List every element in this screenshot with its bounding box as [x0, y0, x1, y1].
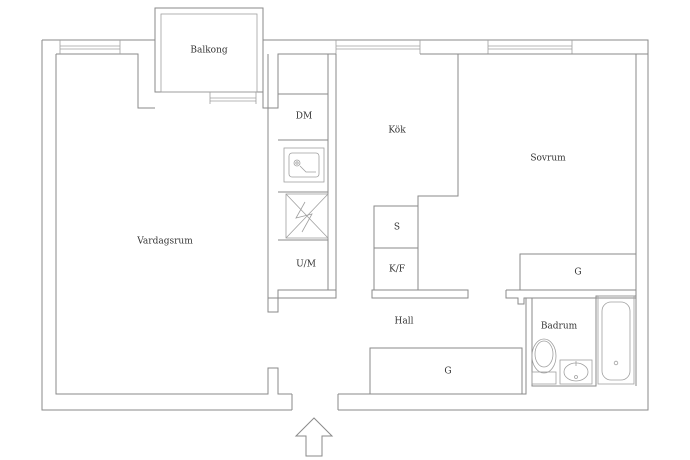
fixture-label-hall-wardrobe: G — [444, 367, 451, 377]
entrance-arrow-icon — [294, 417, 334, 457]
room-label-kitchen: Kök — [388, 126, 406, 136]
fixture-label-storage: S — [394, 223, 400, 233]
bathtub-icon — [597, 295, 635, 385]
fixture-label-oven-microwave: U/M — [296, 260, 316, 270]
wash-basin-icon — [559, 359, 593, 385]
fixture-label-bedroom-wardrobe: G — [574, 268, 581, 278]
room-label-balcony: Balkong — [190, 46, 228, 56]
fixture-label-dishwasher: DM — [296, 112, 312, 122]
outer-walls — [41, 39, 649, 411]
room-label-bathroom: Badrum — [541, 322, 578, 332]
fixture-label-fridge-freezer: K/F — [389, 265, 405, 275]
room-label-living-room: Vardagsrum — [136, 237, 193, 247]
room-label-bedroom: Sovrum — [530, 154, 566, 164]
kitchen-sink-icon — [285, 193, 329, 239]
balcony — [154, 7, 328, 109]
stove-icon — [283, 147, 325, 183]
toilet-icon — [531, 338, 557, 385]
room-label-hall: Hall — [395, 317, 414, 327]
interior-walls — [267, 53, 637, 395]
